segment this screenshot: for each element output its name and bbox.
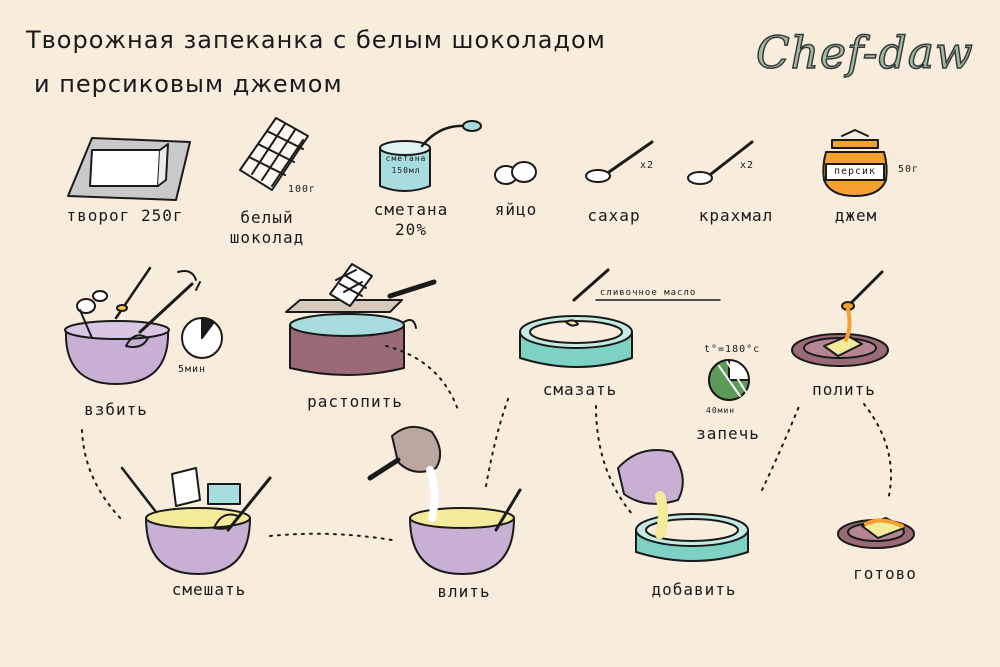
mix-bowl-icon: [120, 466, 272, 575]
ingredient-jam-label: джем: [834, 206, 878, 225]
ingredient-sugar-qty: x2: [640, 160, 655, 171]
sour-cream-cup-text-line2: 150мл: [391, 166, 421, 175]
step-bake-time: 40мин: [706, 406, 736, 415]
starch-spoon-icon: [687, 140, 754, 185]
brand-logo: Chef-daw: [755, 27, 974, 80]
sour-cream-icon: [379, 120, 482, 192]
pour-over-plate-icon: [791, 270, 889, 367]
jam-jar-icon: [822, 129, 888, 197]
step-bake-label: запечь: [696, 424, 760, 443]
whisk-bowl-icon: [64, 266, 201, 385]
ingredient-chocolate-label-line2: шоколад: [229, 228, 305, 247]
ingredient-jam-amount: 50г: [898, 164, 920, 175]
step-done-label: готово: [853, 564, 917, 583]
step-bake-temp: t°=180°c: [704, 344, 761, 355]
ingredient-smetana-label-line2: 20%: [395, 220, 427, 239]
grease-pan-icon: [519, 268, 721, 368]
ingredient-starch-qty: x2: [740, 160, 755, 171]
step-melt-label: растопить: [307, 392, 403, 411]
ingredient-chocolate-amount: 100г: [288, 184, 317, 195]
add-pan-icon: [617, 449, 749, 562]
melt-pot-icon: [285, 263, 437, 376]
done-plate-icon: [837, 517, 915, 549]
sour-cream-cup-text-line1: сметана: [385, 154, 427, 163]
ingredient-smetana-label-line1: сметана: [373, 200, 449, 219]
recipe-title-line1: Творожная запеканка с белым шоколадом: [26, 26, 606, 54]
ingredient-starch-label: крахмал: [698, 206, 774, 225]
step-grease-label: смазать: [542, 380, 618, 399]
bake-timer-icon: [708, 359, 750, 401]
timer-5min-icon: [181, 317, 223, 359]
ingredient-tvorog-label: творог 250г: [66, 206, 184, 225]
recipe-title-line2: и персиковым джемом: [34, 70, 343, 98]
pour-in-bowl-icon: [367, 425, 522, 575]
step-whisk-label: взбить: [84, 400, 148, 419]
step-mix-label: смешать: [171, 580, 247, 599]
step-grease-butter-label: сливочное масло: [600, 288, 697, 298]
eggs-icon: [494, 161, 537, 185]
step-whisk-time: 5мин: [178, 364, 207, 375]
white-chocolate-icon: [239, 117, 309, 191]
flow-arrows: [81, 345, 892, 541]
jam-jar-label: персик: [833, 166, 877, 177]
step-add-label: добавить: [651, 580, 737, 599]
sugar-spoon-icon: [585, 140, 654, 183]
ingredient-chocolate-label-line1: белый: [240, 208, 294, 227]
cottage-cheese-icon: [67, 137, 191, 201]
ingredient-sugar-label: сахар: [587, 206, 641, 225]
step-pour-over-label: полить: [812, 380, 876, 399]
ingredient-egg-label: яйцо: [494, 200, 538, 219]
step-pour-in-label: влить: [437, 582, 491, 601]
